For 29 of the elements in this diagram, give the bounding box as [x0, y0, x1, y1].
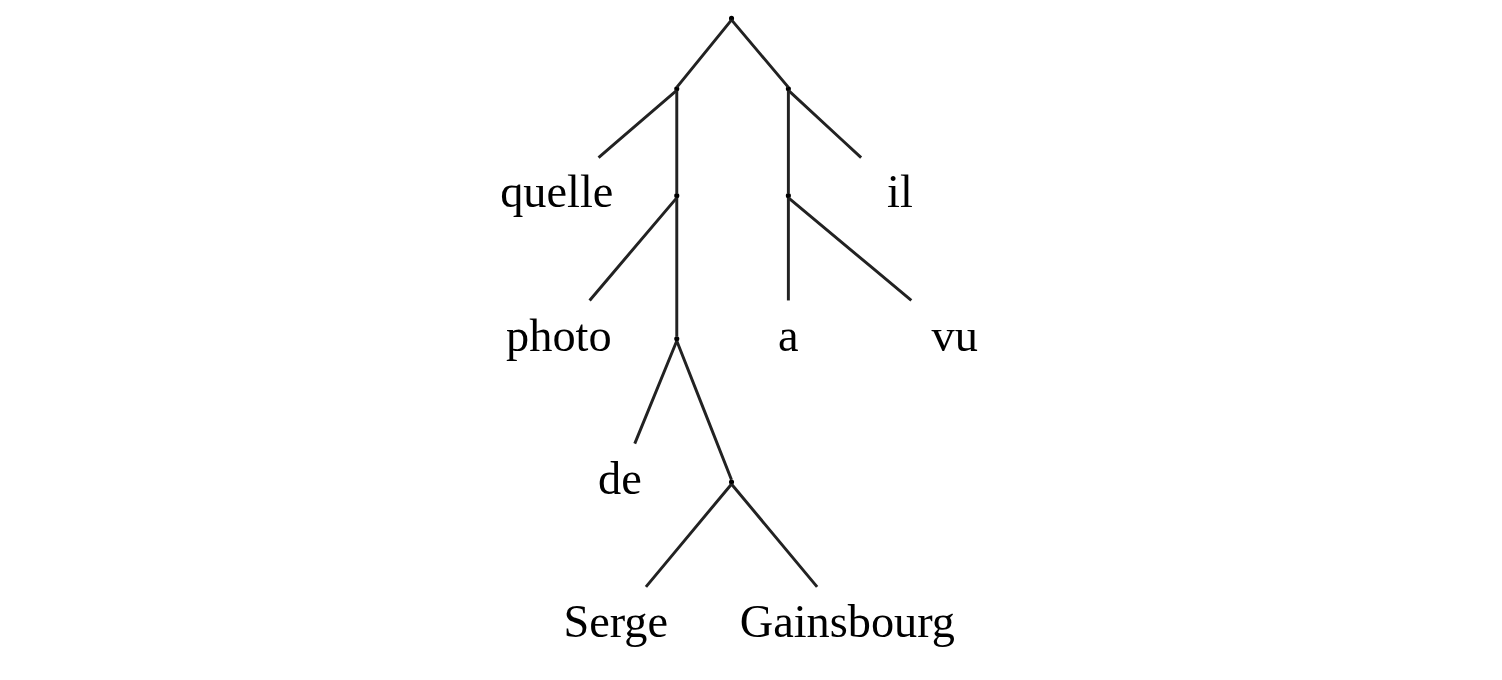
connector — [675, 19, 733, 89]
node-text: a — [778, 309, 799, 361]
connector — [675, 340, 733, 481]
connector — [644, 483, 733, 588]
node-text: de — [598, 452, 642, 504]
node-text: photo — [506, 309, 612, 361]
connector — [675, 90, 679, 194]
node-text: Serge — [563, 595, 669, 647]
connector — [730, 19, 790, 89]
node-point — [674, 193, 680, 199]
node-text: vu — [931, 309, 978, 361]
node-point — [728, 15, 735, 21]
connector — [597, 89, 678, 159]
node-text: il — [887, 166, 913, 218]
node-text: Gainsbourg — [739, 595, 955, 647]
connector — [588, 196, 678, 302]
node-point — [728, 479, 735, 485]
node-text: quelle — [500, 166, 614, 218]
node-point — [785, 193, 791, 199]
connector — [786, 197, 790, 301]
connector — [787, 196, 913, 302]
node-point — [785, 86, 791, 92]
connector — [675, 197, 679, 337]
connector — [787, 89, 863, 159]
node-point — [674, 86, 680, 92]
connector — [786, 90, 790, 194]
node-point — [674, 336, 680, 342]
connector — [730, 483, 819, 588]
connector — [633, 340, 679, 445]
